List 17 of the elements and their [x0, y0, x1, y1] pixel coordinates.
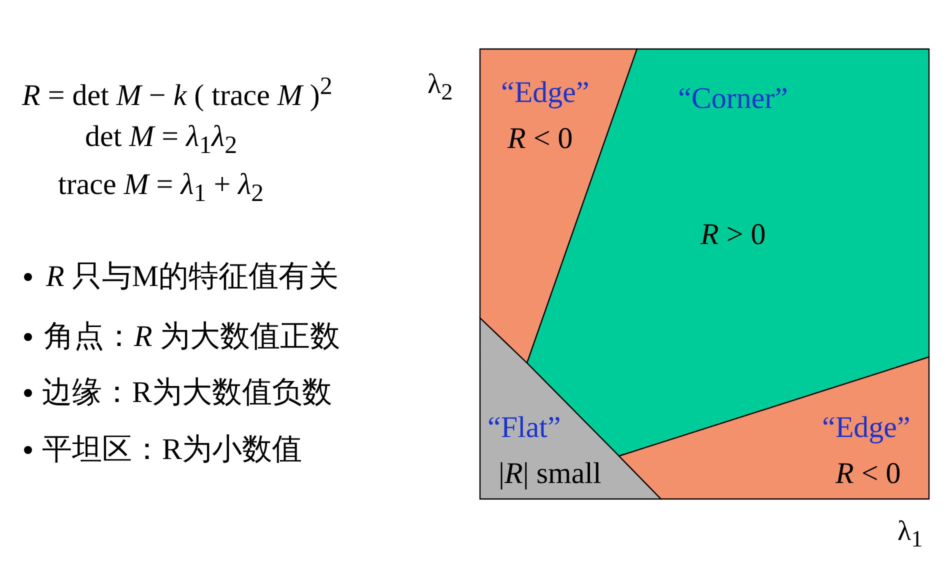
axis-label: λ$_{2}$ [428, 71, 453, 105]
axis-label: λ$_{1}$ [898, 518, 923, 552]
formula: R = det M − k ( trace M )$^{2}$ [22, 74, 332, 110]
formula: det M = λ$_{1}$λ$_{2}$ [85, 122, 238, 158]
score-label: |R| small [498, 459, 602, 489]
region-label: “Edge” [501, 78, 590, 108]
score-label: R > 0 [700, 220, 766, 250]
score-label: R < 0 [836, 459, 901, 489]
region-label: “Edge” [822, 413, 910, 443]
region-label: “Corner” [678, 84, 788, 114]
region-label: “Flat” [488, 413, 561, 443]
bullet-text: 边缘：R为大数值负数 [42, 378, 332, 408]
score-label: R < 0 [508, 124, 573, 154]
formula: trace M = λ$_{1}$ + λ$_{2}$ [58, 170, 264, 206]
bullet-text: 平坦区：R为小数值 [42, 435, 302, 465]
bullet-text: 角点：R 为大数值正数 [44, 322, 340, 352]
bullet-text: R 只与M的特征值有关 [46, 262, 339, 292]
